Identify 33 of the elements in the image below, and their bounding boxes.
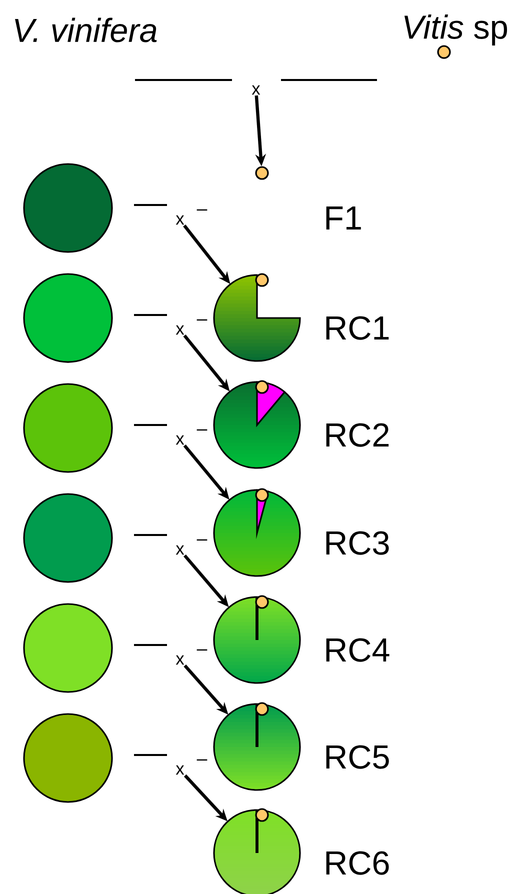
pie-chart [213,488,301,577]
pie-chart [213,380,301,469]
cross-symbol: x [176,435,184,445]
parent-circle [23,493,113,583]
parent-circle [23,383,113,473]
parent-circle [23,273,113,363]
pie-chart [213,702,301,791]
species-name: Vitis sp [404,14,508,46]
generation-label: RC2 [326,423,389,447]
dash-mark: – [196,649,208,651]
cross-symbol: x [252,85,260,95]
parent-circle [23,603,113,693]
parent-circle [23,163,113,253]
cross-symbol: x [176,325,184,335]
allele-dot [437,45,451,59]
species-name: V. vinifera [15,18,157,42]
pie-chart [213,595,301,684]
generation-label: RC1 [326,316,389,340]
parent-circle [23,713,113,803]
generation-label: RC4 [326,638,390,662]
cross-symbol: x [176,545,184,555]
cross-symbol: x [176,215,184,225]
generation-label: RC6 [326,851,389,875]
dash-mark: – [196,759,208,761]
allele-dot [255,166,269,180]
generation-label: F1 [326,206,361,230]
pie-chart [213,808,301,894]
generation-label: RC5 [326,745,389,769]
cross-symbol: x [176,765,184,775]
generation-label: RC3 [326,531,389,555]
cross-symbol: x [176,655,184,665]
pie-chart [213,273,301,362]
dash-mark: – [196,209,208,211]
